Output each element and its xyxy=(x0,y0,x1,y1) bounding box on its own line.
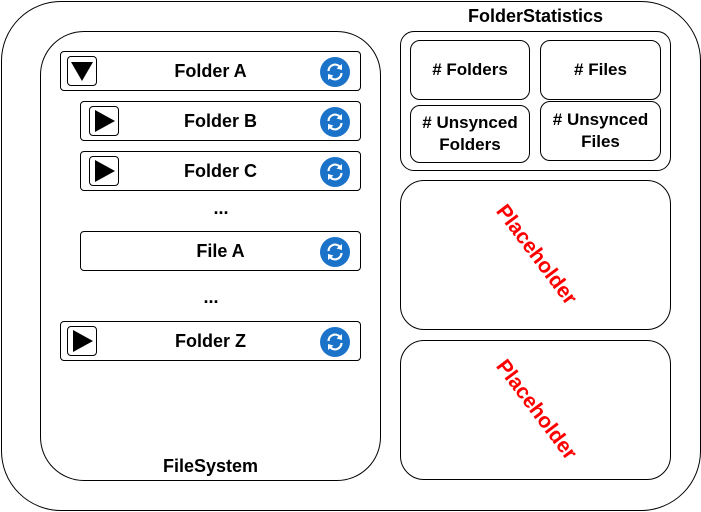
sync-icon[interactable] xyxy=(320,327,350,357)
tree-row-folder-c[interactable]: Folder C xyxy=(80,151,361,191)
row-label: Folder A xyxy=(174,60,247,81)
placeholder-panel-1: Placeholder xyxy=(400,180,671,330)
sync-icon[interactable] xyxy=(320,57,350,87)
tree-row-folder-z[interactable]: Folder Z xyxy=(60,321,361,361)
stat-unsynced-files: # Unsynced Files xyxy=(540,101,661,161)
stat-unsynced-folders: # Unsynced Folders xyxy=(410,105,530,163)
triangle-right-icon xyxy=(95,110,115,132)
expand-toggle[interactable] xyxy=(89,156,119,186)
placeholder-text: Placeholder xyxy=(490,200,581,310)
tree-row-file-a[interactable]: File A xyxy=(80,231,361,271)
stat-unsynced-folders-line-2: Folders xyxy=(439,135,501,154)
stat-unsynced-files-line-1: # Unsynced xyxy=(552,110,649,129)
row-label: Folder B xyxy=(183,110,257,131)
file-system-label: FileSystem xyxy=(162,456,259,476)
row-label: Folder C xyxy=(183,160,257,181)
sync-icon[interactable] xyxy=(320,107,350,137)
tree-row-folder-b[interactable]: Folder B xyxy=(80,101,361,141)
row-label: Folder Z xyxy=(175,330,246,351)
page-title: FolderStatistics xyxy=(467,6,604,26)
stat-unsynced-folders-line-1: # Unsynced xyxy=(422,113,518,132)
collapse-toggle[interactable] xyxy=(67,56,97,86)
triangle-down-icon xyxy=(71,62,93,81)
ellipsis: ... xyxy=(213,198,229,218)
triangle-right-icon xyxy=(95,160,115,182)
ellipsis: ... xyxy=(203,287,219,307)
expand-toggle[interactable] xyxy=(67,326,97,356)
row-label: File A xyxy=(196,240,245,261)
tree-row-folder-a[interactable]: Folder A xyxy=(60,51,361,91)
stat-folders: # Folders xyxy=(410,40,530,100)
stat-files: # Files xyxy=(540,40,661,100)
triangle-right-icon xyxy=(73,330,93,352)
sync-icon[interactable] xyxy=(320,237,350,267)
sync-icon[interactable] xyxy=(320,157,350,187)
expand-toggle[interactable] xyxy=(89,106,119,136)
placeholder-text: Placeholder xyxy=(490,355,581,465)
stat-unsynced-files-line-2: Files xyxy=(581,132,620,151)
placeholder-panel-2: Placeholder xyxy=(400,340,671,480)
